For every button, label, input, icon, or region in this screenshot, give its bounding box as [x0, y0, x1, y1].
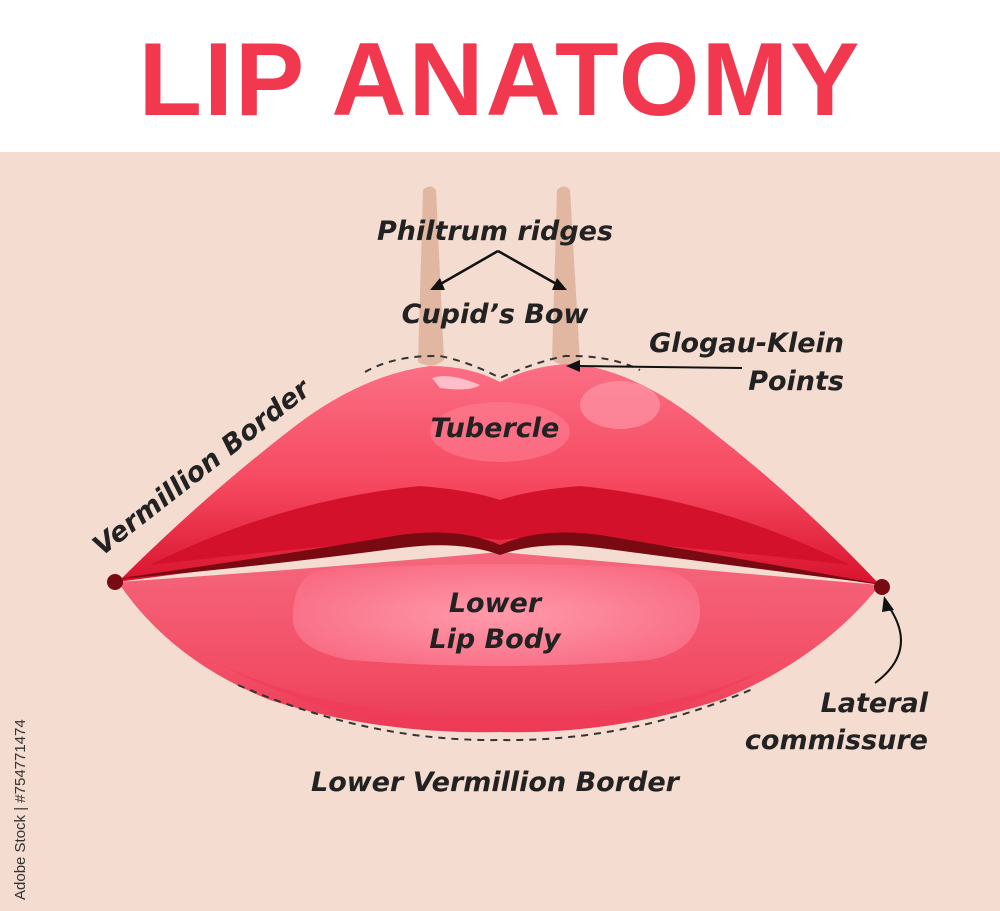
tubercle-highlight — [430, 402, 570, 462]
page-title: LIP ANATOMY — [138, 22, 862, 138]
label-lower-vermillion-border: Lower Vermillion Border — [310, 767, 679, 798]
upper-lip-shine-top — [432, 376, 480, 390]
lower-lip-body-pad — [292, 564, 700, 666]
glogau-klein-arrow-head — [566, 360, 580, 372]
label-glogau-klein-line1: Glogau-Klein — [649, 328, 844, 359]
label-lateral-commissure-line2: commissure — [744, 725, 928, 756]
commissure-left — [107, 574, 123, 590]
label-tubercle: Tubercle — [430, 413, 560, 444]
philtrum-ridge-left — [418, 186, 444, 366]
label-cupids-bow: Cupid’s Bow — [401, 299, 589, 330]
label-glogau-klein-line2: Points — [748, 366, 844, 397]
philtrum-arrow-right-head — [552, 278, 567, 290]
lower-lip-edge — [190, 648, 800, 733]
upper-lip-shine-right — [580, 381, 660, 429]
philtrum-arrow-left — [436, 249, 499, 288]
philtrum-ridge-right — [552, 186, 580, 366]
label-lower-lip-body-line1: Lower — [448, 588, 542, 619]
stock-id-watermark: Adobe Stock | #754771474 — [12, 719, 29, 900]
philtrum-arrow-right — [497, 249, 561, 288]
upper-vermillion-dashed-line — [364, 354, 641, 380]
label-lower-lip-body-line2: Lip Body — [429, 624, 561, 655]
label-lateral-commissure-line1: Lateral — [820, 688, 928, 719]
mouth-line — [108, 532, 885, 585]
lower-vermillion-dashed-line — [237, 684, 756, 742]
lateral-commissure-arrow — [874, 603, 902, 684]
upper-lip-shadow — [150, 486, 850, 565]
philtrum-arrow-left-head — [430, 278, 445, 290]
lateral-commissure-arrow-head — [882, 596, 894, 612]
label-philtrum-ridges: Philtrum ridges — [376, 216, 614, 247]
glogau-klein-arrow — [577, 365, 743, 369]
commissure-right — [874, 579, 890, 595]
